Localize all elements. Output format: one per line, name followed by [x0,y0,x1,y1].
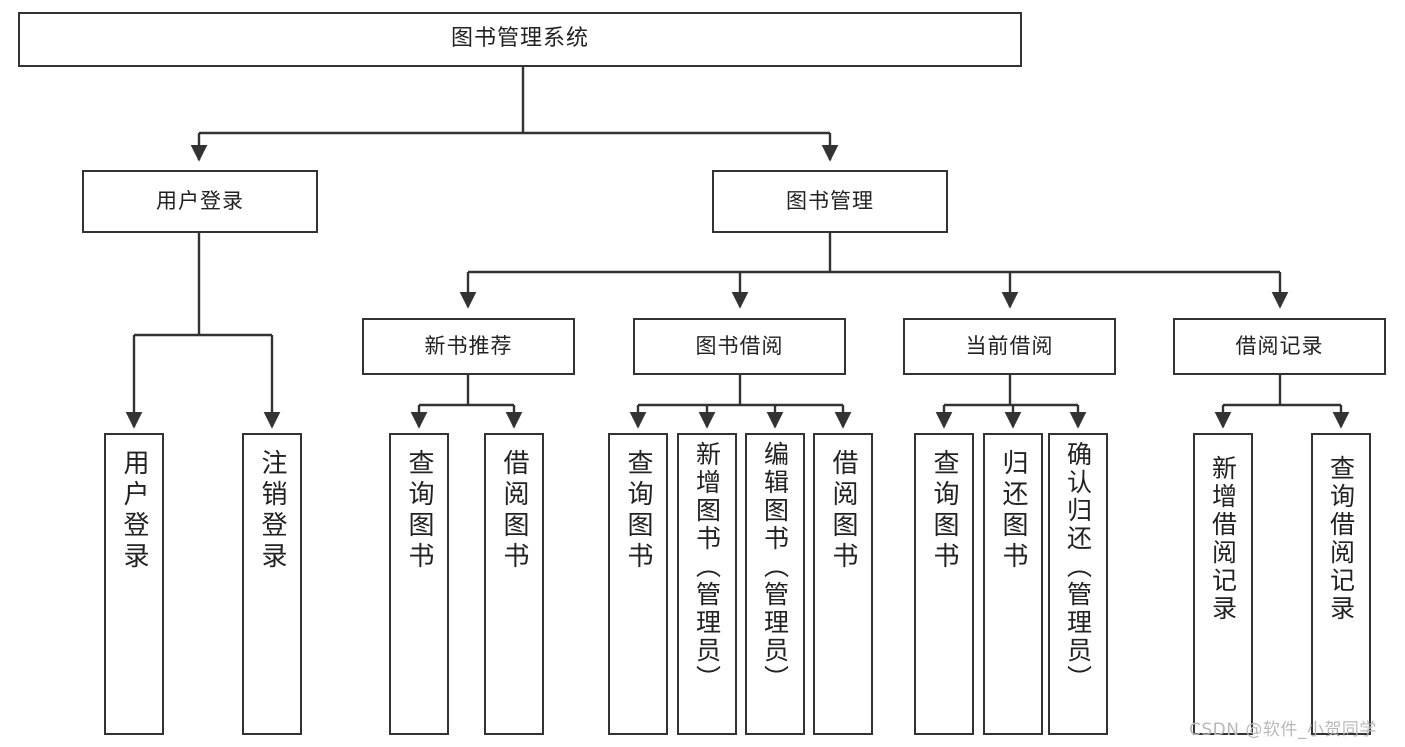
node-label: 编辑图书（管理员） [760,441,790,693]
node-current-borrow[interactable]: 当前借阅 [903,318,1116,375]
leaf-current-confirm-return-admin[interactable]: 确认归还（管理员） [1048,433,1108,735]
node-label: 借阅记录 [1235,333,1324,358]
node-label: 用户登录 [156,188,244,213]
leaf-borrow-edit-book-admin[interactable]: 编辑图书（管理员） [745,433,805,735]
node-label: 当前借阅 [965,333,1054,358]
node-user-login[interactable]: 用户登录 [82,170,318,233]
node-label: 查询图书 [623,449,653,573]
node-label: 图书管理 [786,188,874,213]
node-label: 注销登录 [257,449,287,573]
node-label: 借阅图书 [499,449,529,573]
leaf-borrow-query-book[interactable]: 查询图书 [608,433,668,735]
node-book-borrow[interactable]: 图书借阅 [633,318,846,375]
node-label: 借阅图书 [828,449,858,573]
node-label: 图书借阅 [695,333,784,358]
node-label: 查询图书 [404,449,434,573]
leaf-borrow-add-book-admin[interactable]: 新增图书（管理员） [677,433,737,735]
leaf-record-add-record[interactable]: 新增借阅记录 [1193,433,1253,735]
node-label: 查询借阅记录 [1326,455,1356,623]
node-root-system[interactable]: 图书管理系统 [18,12,1022,67]
node-label: 查询图书 [929,449,959,573]
node-label: 用户登录 [119,449,149,573]
leaf-user-login-logout[interactable]: 注销登录 [242,433,302,735]
node-label: 确认归还（管理员） [1063,441,1093,693]
leaf-current-query-book[interactable]: 查询图书 [914,433,974,735]
node-label: 新增图书（管理员） [692,441,722,693]
leaf-current-return-book[interactable]: 归还图书 [983,433,1043,735]
node-label: 归还图书 [998,449,1028,573]
node-book-management[interactable]: 图书管理 [712,170,948,233]
leaf-borrow-borrow-book[interactable]: 借阅图书 [813,433,873,735]
leaf-new-book-query[interactable]: 查询图书 [389,433,449,735]
node-label: 新书推荐 [424,333,513,358]
node-new-book-recommend[interactable]: 新书推荐 [362,318,575,375]
leaf-new-book-borrow[interactable]: 借阅图书 [484,433,544,735]
node-label: 图书管理系统 [450,26,589,52]
watermark: CSDN @软件_小贺同学 [1189,720,1377,740]
node-label: 新增借阅记录 [1208,455,1238,623]
leaf-user-login-login[interactable]: 用户登录 [104,433,164,735]
node-borrow-record[interactable]: 借阅记录 [1173,318,1386,375]
leaf-record-query-record[interactable]: 查询借阅记录 [1311,433,1371,735]
